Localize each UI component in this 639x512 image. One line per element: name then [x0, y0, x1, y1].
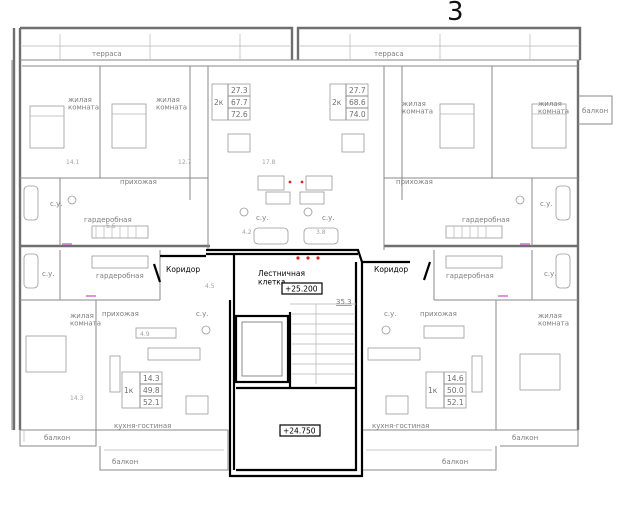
core — [152, 248, 432, 478]
balcony-label: балкон — [582, 107, 608, 115]
bathroom-label: с.у. — [256, 214, 268, 222]
area-value: 4.2 — [242, 229, 252, 236]
area-value: 14.1 — [66, 159, 80, 166]
apartment-rooms: 1к — [428, 386, 438, 395]
total-area: 50.0 — [447, 386, 464, 395]
elevation-lower-value: +24.750 — [283, 427, 316, 436]
bathroom-label: с.у. — [50, 200, 62, 208]
bathroom-label: с.у. — [322, 214, 334, 222]
total-area: 49.8 — [143, 386, 160, 395]
balcony-label: балкон — [112, 458, 138, 466]
hallway-label: прихожая — [420, 310, 457, 318]
balcony-label: балкон — [44, 434, 70, 442]
area-value: 3.8 — [316, 229, 326, 236]
apartment-rooms: 1к — [124, 386, 134, 395]
bathroom-label: с.у. — [384, 310, 396, 318]
corridor-label: Коридор — [374, 265, 408, 274]
service-markers — [62, 180, 530, 297]
living-area: 14.3 — [143, 374, 160, 383]
apartment-table-2: 2к 27.7 68.6 74.0 — [329, 83, 369, 121]
bathroom-label: с.у. — [540, 200, 552, 208]
total-area: 68.6 — [349, 98, 366, 107]
stair-area: 35.3 — [336, 298, 352, 306]
apartment-rooms: 2к — [332, 98, 342, 107]
balcony-label: балкон — [442, 458, 468, 466]
terrace-label: терраса — [374, 50, 404, 58]
hallway-label: прихожая — [120, 178, 157, 186]
wardrobe-label: гардеробная — [84, 216, 132, 224]
area-with-balcony: 52.1 — [143, 398, 160, 407]
area-value: 4.9 — [140, 331, 150, 338]
total-area: 67.7 — [231, 98, 248, 107]
area-with-balcony: 52.1 — [447, 398, 464, 407]
living-area: 14.6 — [447, 374, 464, 383]
elevation-lower: +24.750 — [279, 424, 321, 437]
terrace-lines — [22, 34, 578, 60]
kitchen-living-label: кухня-гостиная — [114, 422, 171, 430]
wardrobe-label: гардеробная — [96, 272, 144, 280]
area-value: 4.5 — [205, 283, 215, 290]
area-value: 12.7 — [178, 159, 192, 166]
apartment-rooms: 2к — [214, 98, 224, 107]
kitchen-living-label: кухня-гостиная — [372, 422, 429, 430]
apartment-table-4: 1к 14.6 50.0 52.1 — [425, 371, 467, 409]
hallway-label: прихожая — [396, 178, 433, 186]
elevation-upper-value: +25.200 — [285, 285, 318, 294]
bathroom-label: с.у. — [544, 270, 556, 278]
elevation-upper: +25.200 — [281, 282, 323, 295]
corridor-label: Коридор — [166, 265, 200, 274]
outer-walls — [11, 26, 582, 431]
area-value: 5.5 — [106, 223, 116, 230]
balcony-label: балкон — [512, 434, 538, 442]
living-area: 27.7 — [349, 86, 366, 95]
area-value: 17.8 — [262, 159, 276, 166]
bathroom-label: с.у. — [196, 310, 208, 318]
area-with-balcony: 72.6 — [231, 110, 248, 119]
living-area: 27.3 — [231, 86, 248, 95]
area-values: 4.5 4.2 3.8 14.1 12.7 17.8 5.5 4.9 14.3 — [66, 159, 326, 402]
floor-number: 3 — [447, 0, 464, 27]
hallway-label: прихожая — [102, 310, 139, 318]
bathroom-label: с.у. — [42, 270, 54, 278]
furniture — [23, 103, 571, 415]
area-value: 14.3 — [70, 395, 84, 402]
terrace-label: терраса — [92, 50, 122, 58]
area-with-balcony: 74.0 — [349, 110, 366, 119]
wardrobe-label: гардеробная — [446, 272, 494, 280]
apartment-table-3: 1к 14.3 49.8 52.1 — [121, 371, 163, 409]
apartment-table-1: 2к 27.3 67.7 72.6 — [211, 83, 251, 121]
wardrobe-label: гардеробная — [462, 216, 510, 224]
